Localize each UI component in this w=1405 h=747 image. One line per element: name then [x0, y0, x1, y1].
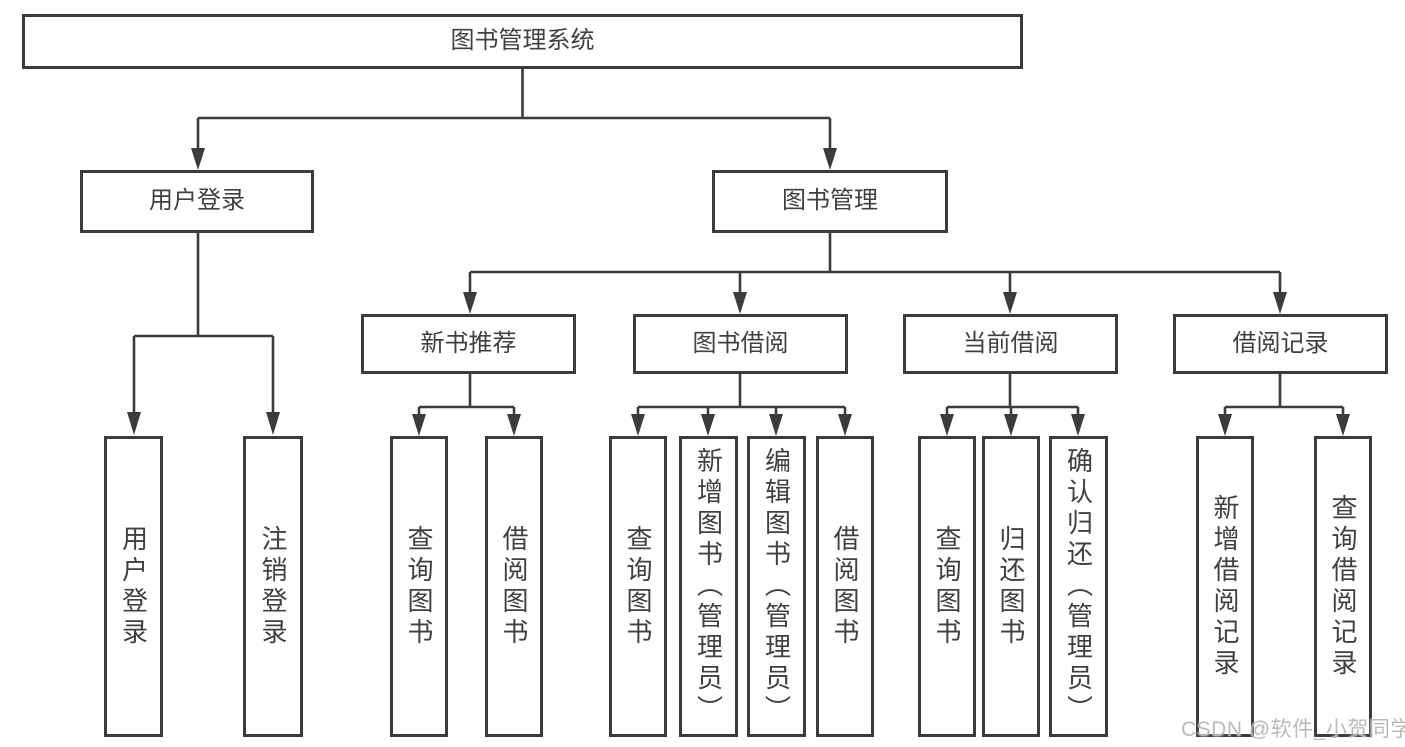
leaf-query-borrow-record: 查询借阅记录: [1314, 436, 1372, 737]
connector-group-records-drops: [1223, 407, 1345, 415]
node-book-borrowing-label: 图书借阅: [692, 329, 789, 357]
node-book-borrowing: 图书借阅: [633, 314, 848, 374]
connector-group-recommend: [419, 374, 514, 409]
arrowhead: [1273, 292, 1287, 314]
leaf-confirm-return-admin: 确认归还（管理员）: [1049, 436, 1108, 737]
arrowhead: [769, 414, 783, 436]
arrowhead: [838, 414, 852, 436]
leaf-edit-books-admin: 编辑图书（管理员）: [747, 436, 806, 737]
arrowhead: [1336, 414, 1350, 436]
leaf-query-books-recommend: 查询图书: [390, 436, 448, 737]
connector-group-current-drops: [945, 407, 1080, 415]
node-library-management-system-label: 图书管理系统: [450, 27, 595, 55]
leaf-edit-books-admin-label: 编辑图书（管理员）: [761, 447, 792, 726]
connector-book-mgmt-drops: [468, 272, 1282, 294]
arrowhead: [412, 414, 426, 436]
connector-lines: [132, 69, 1345, 415]
node-library-management-system: 图书管理系统: [22, 14, 1023, 69]
leaf-add-books-admin-label: 新增图书（管理员）: [693, 447, 724, 726]
connector-group-records: [1225, 374, 1343, 409]
arrowhead: [1218, 414, 1232, 436]
leaf-query-borrow-record-label: 查询借阅记录: [1328, 493, 1358, 680]
connector-group-current: [947, 374, 1078, 409]
arrowhead: [823, 148, 837, 170]
node-book-management: 图书管理: [712, 170, 948, 233]
node-borrowing-records-label: 借阅记录: [1232, 329, 1329, 357]
connector-book-mgmt: [470, 233, 1280, 274]
connector-user-login-drops: [132, 336, 275, 414]
leaf-query-books-borrowing-label: 查询图书: [623, 524, 653, 649]
arrowhead: [127, 412, 141, 435]
arrowheads: [127, 148, 1350, 436]
connector-group-borrowing: [638, 374, 845, 409]
node-current-borrowing-label: 当前借阅: [962, 329, 1059, 357]
leaf-add-books-admin: 新增图书（管理员）: [679, 436, 738, 737]
connector-root: [198, 69, 830, 120]
node-current-borrowing: 当前借阅: [903, 314, 1118, 374]
leaf-return-books: 归还图书: [982, 436, 1040, 737]
leaf-borrow-books-recommend: 借阅图书: [485, 436, 543, 737]
leaf-query-books-recommend-label: 查询图书: [404, 524, 434, 649]
leaf-query-books-current-label: 查询图书: [932, 524, 962, 649]
arrowhead: [507, 414, 521, 436]
arrowhead: [1003, 292, 1017, 314]
node-new-book-recommendation-label: 新书推荐: [420, 329, 517, 357]
connector-user-login: [134, 233, 273, 338]
arrowhead: [1071, 414, 1085, 436]
leaf-user-login-label: 用户登录: [118, 524, 149, 649]
arrowhead: [266, 412, 280, 435]
arrowhead: [631, 414, 645, 436]
leaf-confirm-return-admin-label: 确认归还（管理员）: [1063, 447, 1094, 726]
arrowhead: [940, 414, 954, 436]
leaf-query-books-borrowing: 查询图书: [609, 436, 667, 737]
leaf-logout-login: 注销登录: [243, 436, 303, 737]
leaf-return-books-label: 归还图书: [996, 524, 1026, 649]
arrowhead: [191, 148, 205, 170]
node-user-login-label: 用户登录: [149, 187, 245, 215]
arrowhead: [701, 414, 715, 436]
node-book-management-label: 图书管理: [782, 187, 878, 215]
leaf-logout-login-label: 注销登录: [258, 524, 288, 649]
connector-root-drops: [196, 118, 832, 150]
leaf-borrow-books-borrowing-label: 借阅图书: [830, 524, 860, 649]
node-user-login: 用户登录: [80, 170, 314, 233]
node-new-book-recommendation: 新书推荐: [361, 314, 576, 374]
watermark: CSDN @软件_小贺同学: [1181, 718, 1405, 741]
connector-group-recommend-drops: [417, 407, 516, 415]
leaf-add-borrow-record-label: 新增借阅记录: [1210, 493, 1240, 680]
arrowhead: [463, 292, 477, 314]
leaf-borrow-books-borrowing: 借阅图书: [816, 436, 874, 737]
node-borrowing-records: 借阅记录: [1173, 314, 1388, 374]
leaf-add-borrow-record: 新增借阅记录: [1196, 436, 1254, 737]
arrowhead: [733, 292, 747, 314]
connector-group-borrowing-drops: [636, 407, 847, 415]
arrowhead: [1004, 414, 1018, 436]
leaf-query-books-current: 查询图书: [918, 436, 976, 737]
leaf-user-login: 用户登录: [104, 436, 163, 737]
leaf-borrow-books-recommend-label: 借阅图书: [499, 524, 529, 649]
